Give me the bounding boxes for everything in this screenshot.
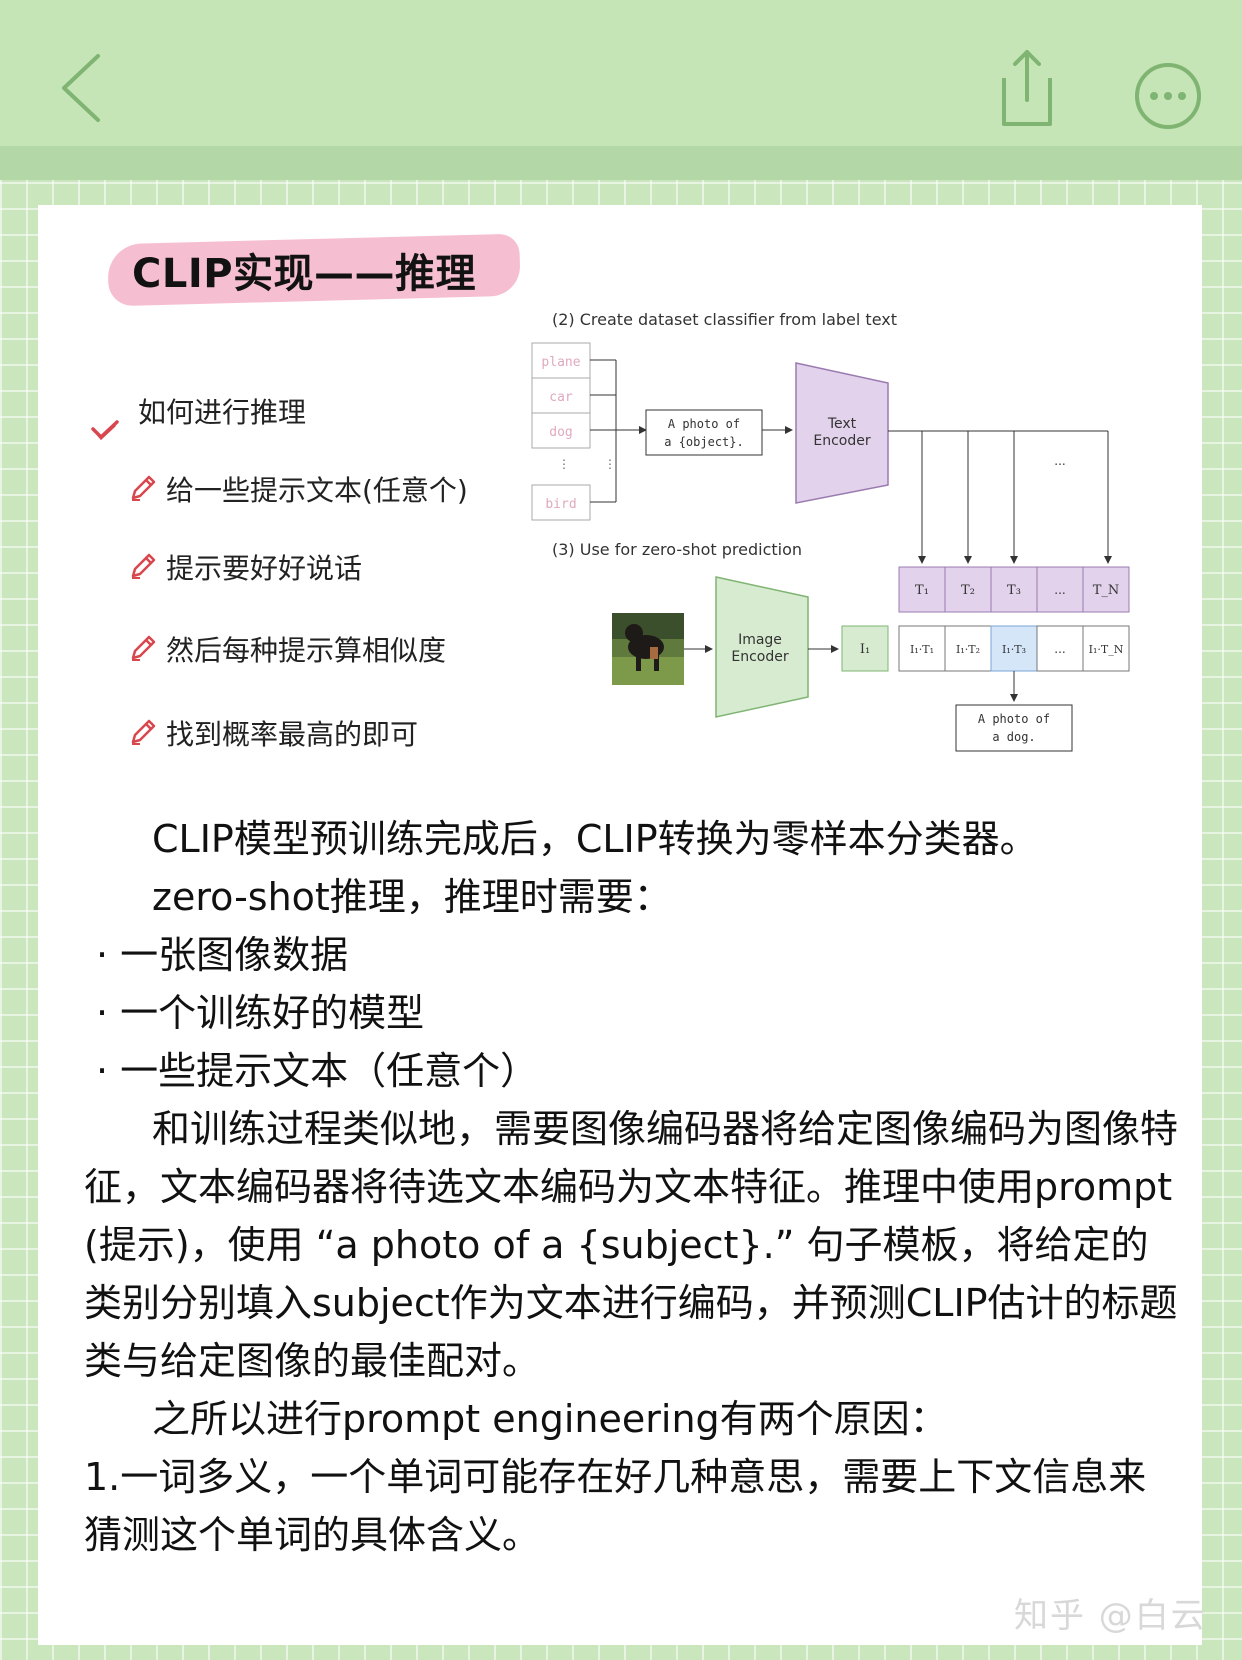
vertical-ellipsis: ⋮	[604, 457, 616, 471]
label-box-plane	[531, 342, 591, 379]
bullet-prompt-text: 给一些提示文本(任意个)	[166, 474, 468, 507]
paragraph-encoding: 和训练过程类似地，需要图像编码器将给定图像编码为图像特征，文本编码器将待选文本编…	[84, 1107, 1179, 1383]
similarity-cell	[898, 625, 946, 672]
prompt-template-line2: a {object}.	[664, 435, 743, 449]
dog-photo	[612, 613, 684, 685]
prediction-box	[955, 704, 1073, 752]
text-feature-cell	[898, 566, 946, 613]
bullet-similarity: 然后每种提示算相似度	[166, 634, 447, 667]
text-encoder-label-1: Text	[827, 416, 857, 432]
clip-inference-diagram: (2) Create dataset classifier from label…	[531, 310, 1130, 752]
label-box-dog	[531, 412, 591, 449]
similarity-i1tn: I₁·T_N	[1089, 643, 1124, 656]
paragraph-polysemy: 1.一词多义，一个单词可能存在好几种意思，需要上下文信息来猜测这个单词的具体含义…	[84, 1455, 1147, 1557]
label-plane: plane	[541, 355, 580, 370]
label-dog: dog	[549, 425, 572, 440]
text-feature-tn: T_N	[1093, 583, 1120, 598]
label-box-car	[531, 377, 591, 414]
watermark: 知乎 @白云	[1014, 1596, 1207, 1636]
image-feature-i1: I₁	[860, 642, 870, 657]
content-card: CLIP实现——推理 如何进行推理 给一些提示文本(任意个) 提示要好好说话 然…	[38, 205, 1202, 1645]
bullet-max-probability: 找到概率最高的即可	[166, 718, 419, 751]
text-encoder-block	[795, 362, 889, 504]
bullet-speak-well: 提示要好好说话	[166, 552, 363, 585]
image-encoder-label-2: Encoder	[731, 649, 788, 665]
text-feature-t2: T₂	[961, 583, 975, 598]
paragraph-reasons: 之所以进行prompt engineering有两个原因：	[152, 1397, 948, 1441]
nav-shadow-strip	[0, 146, 1242, 180]
prompt-template-box	[645, 409, 763, 456]
top-nav-bar	[0, 0, 1242, 146]
text-encoder-label-2: Encoder	[813, 433, 870, 449]
text-feature-cell	[990, 566, 1038, 613]
paragraph-intro: CLIP模型预训练完成后，CLIP转换为零样本分类器。	[152, 817, 1038, 861]
checkmark-icon	[91, 420, 119, 441]
text-feature-cell	[1036, 566, 1084, 613]
similarity-cell	[1082, 625, 1130, 672]
chevron-left-icon[interactable]	[58, 52, 104, 124]
pencil-icon	[131, 635, 156, 661]
label-car: car	[549, 390, 573, 405]
list-item: · 一些提示文本（任意个）	[96, 1049, 539, 1093]
article-body: CLIP模型预训练完成后，CLIP转换为零样本分类器。 zero-shot推理，…	[84, 810, 1184, 1564]
text-feature-t1: T₁	[915, 583, 929, 598]
similarity-cell	[1036, 625, 1084, 672]
similarity-ellipsis: ...	[1054, 642, 1065, 656]
similarity-i1t3: I₁·T₃	[1002, 643, 1026, 656]
vertical-ellipsis: ⋮	[558, 457, 570, 471]
slide-title: CLIP实现——推理	[107, 233, 521, 307]
text-feature-t3: T₃	[1007, 583, 1021, 598]
branch-ellipsis: ...	[1054, 454, 1065, 468]
prompt-template-line1: A photo of	[668, 417, 740, 431]
list-item: · 一个训练好的模型	[96, 991, 425, 1035]
image-encoder-block	[715, 576, 809, 718]
image-feature-cell	[841, 625, 889, 672]
prediction-line2: a dog.	[992, 730, 1035, 744]
image-encoder-label-1: Image	[738, 632, 782, 648]
share-icon[interactable]	[996, 48, 1056, 128]
text-feature-ellipsis: ...	[1054, 583, 1065, 597]
slide-title-text: CLIP实现——推理	[132, 251, 477, 297]
similarity-cell	[944, 625, 992, 672]
paragraph-zero-shot: zero-shot推理，推理时需要：	[152, 875, 672, 919]
section3-title: (3) Use for zero-shot prediction	[552, 540, 802, 559]
label-bird: bird	[545, 497, 576, 512]
text-feature-cell	[1082, 566, 1130, 613]
prediction-line1: A photo of	[978, 712, 1050, 726]
similarity-i1t1: I₁·T₁	[910, 643, 934, 656]
more-dots-icon[interactable]	[1134, 62, 1202, 130]
similarity-i1t2: I₁·T₂	[956, 643, 980, 656]
list-item: · 一张图像数据	[96, 933, 349, 977]
bullet-how-to-infer: 如何进行推理	[138, 396, 307, 429]
pencil-icon	[131, 475, 156, 501]
pencil-icon	[131, 553, 156, 579]
pencil-icon	[131, 719, 156, 745]
section2-title: (2) Create dataset classifier from label…	[552, 310, 897, 329]
